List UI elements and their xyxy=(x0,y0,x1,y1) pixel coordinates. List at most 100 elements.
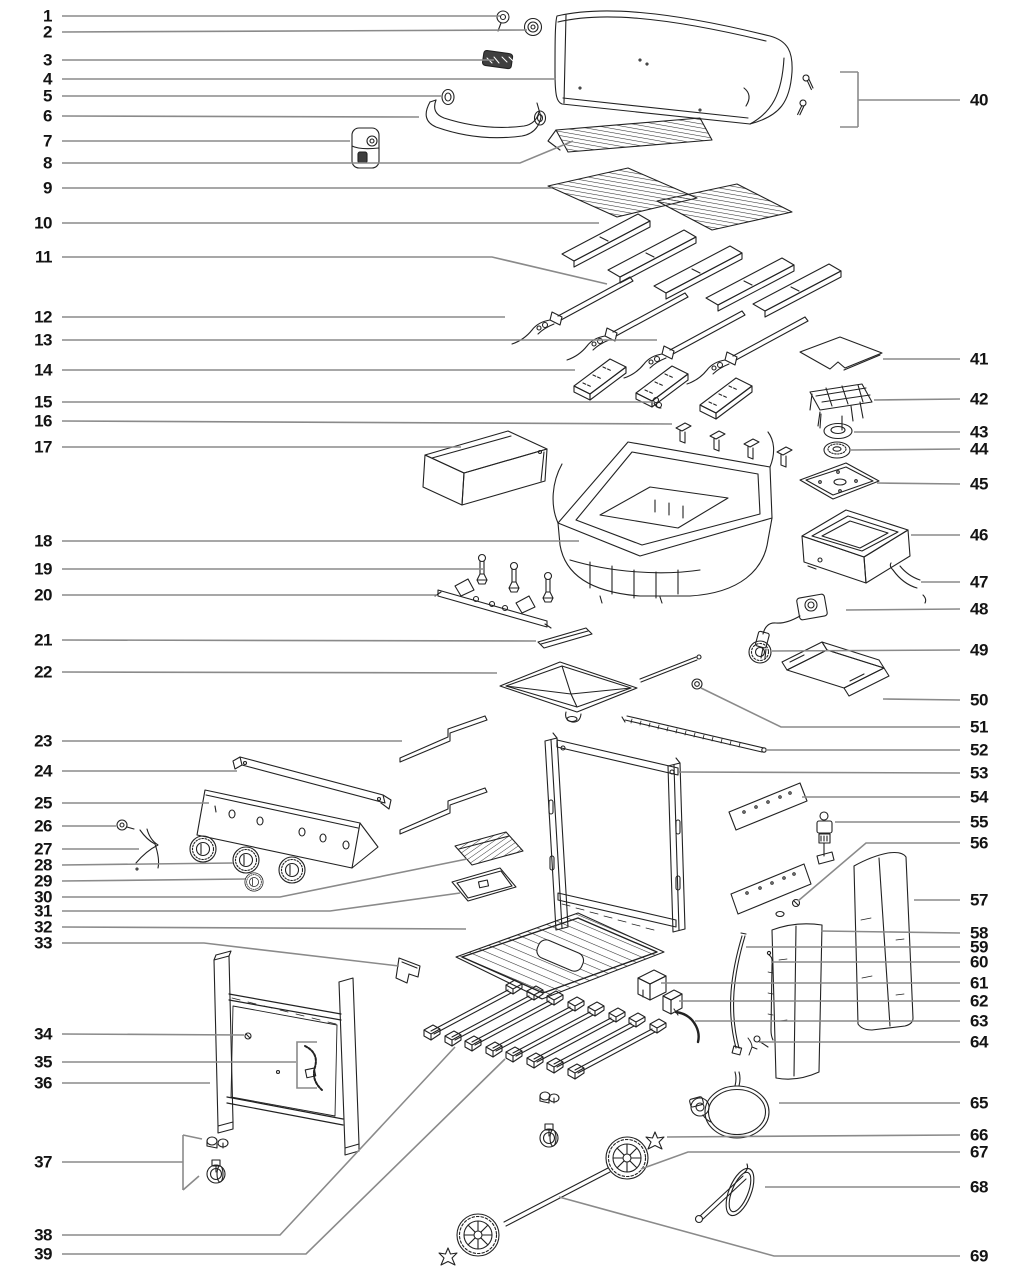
callout-number: 23 xyxy=(34,732,52,751)
leader-line xyxy=(61,639,537,642)
callout-number: 67 xyxy=(970,1143,988,1162)
callout-number: 61 xyxy=(970,974,988,993)
parts-artwork xyxy=(116,10,927,1266)
callout-number: 50 xyxy=(970,691,988,710)
callout-number: 1 xyxy=(43,7,52,26)
leader-line xyxy=(62,256,608,285)
manifold-drawing xyxy=(434,578,552,629)
catch-pan-holder-drawing xyxy=(451,867,517,902)
side-burner-box-46-drawing xyxy=(801,509,911,584)
warming-rack-drawing xyxy=(547,117,713,153)
cooking-grate-rear-drawing xyxy=(656,183,793,231)
leader-line xyxy=(296,1041,317,1089)
control-trim-drawing xyxy=(232,756,392,810)
callout-number: 26 xyxy=(34,817,52,836)
drawer-box-17-drawing xyxy=(422,430,548,506)
wire-pin-27-drawing xyxy=(135,828,160,871)
leader-line xyxy=(845,608,961,611)
callout-number: 39 xyxy=(34,1245,52,1264)
callout-number: 58 xyxy=(970,924,988,943)
callout-number: 52 xyxy=(970,741,988,760)
handle-drawing xyxy=(425,99,547,139)
callout-number: 16 xyxy=(34,412,52,431)
callout-number: 48 xyxy=(970,600,988,619)
callout-number: 69 xyxy=(970,1247,988,1266)
side-burner-pan-45-drawing xyxy=(799,462,880,500)
knob-bolt-26-drawing xyxy=(116,819,135,831)
wire-clips-47-drawing xyxy=(889,562,927,604)
match-holder-drawing xyxy=(351,127,380,169)
callout-number: 34 xyxy=(34,1025,53,1044)
leader-line xyxy=(61,115,420,118)
leader-line xyxy=(640,1151,960,1170)
callout-number: 10 xyxy=(34,214,52,233)
callout-number: 20 xyxy=(34,586,52,605)
wheel-axle-drawing xyxy=(503,1167,611,1227)
firebox-drawing xyxy=(552,431,775,604)
callout-number: 18 xyxy=(34,532,52,551)
side-burner-cover-41-drawing xyxy=(799,336,883,371)
cart-frame-53-drawing xyxy=(544,732,686,933)
leader-line xyxy=(882,698,961,701)
side-rails-23-drawing xyxy=(399,715,488,835)
heat-shield-panels-54-drawing xyxy=(728,782,812,915)
lid-drawing xyxy=(554,10,793,125)
callout-number: 35 xyxy=(34,1053,52,1072)
leader-line xyxy=(182,1175,200,1191)
callout-number: 19 xyxy=(34,560,52,579)
callout-number: 44 xyxy=(970,440,989,459)
callout-number: 60 xyxy=(970,953,988,972)
leader-line xyxy=(558,1196,960,1257)
burner-head-44-drawing xyxy=(823,441,851,459)
leader-line xyxy=(62,140,574,164)
callout-number: 12 xyxy=(34,308,52,327)
callout-number: 13 xyxy=(34,331,52,350)
callouts-layer: 1234567891011121314151617181920212223242… xyxy=(34,7,989,1266)
handle-bezel-drawing xyxy=(441,88,455,106)
leader-line xyxy=(61,29,528,33)
callout-number: 14 xyxy=(34,361,53,380)
rear-wheel-drawing xyxy=(605,1131,665,1180)
callout-number: 65 xyxy=(970,1094,988,1113)
heat-deflectors-drawing xyxy=(573,358,753,420)
callout-number: 49 xyxy=(970,641,988,660)
callout-number: 47 xyxy=(970,573,988,592)
bolt-64-drawing xyxy=(747,1035,769,1056)
control-panel-drawing xyxy=(196,789,379,869)
leader-line xyxy=(61,862,234,866)
callout-number: 25 xyxy=(34,794,52,813)
leader-line xyxy=(873,398,961,401)
callout-number: 45 xyxy=(970,475,988,494)
callout-number: 38 xyxy=(34,1226,52,1245)
leader-line xyxy=(797,842,960,902)
switch-box-62-drawing xyxy=(662,989,683,1015)
callout-number: 46 xyxy=(970,526,988,545)
callout-number: 55 xyxy=(970,813,988,832)
center-caster-drawing xyxy=(539,1091,560,1148)
callout-number: 11 xyxy=(35,248,52,267)
burner-tubes-drawing xyxy=(511,276,809,385)
leader-line xyxy=(61,1033,245,1036)
callout-number: 24 xyxy=(34,762,53,781)
side-panel-57-drawing xyxy=(853,851,914,1031)
callout-number: 7 xyxy=(43,132,52,151)
rod-52-drawing xyxy=(621,715,767,753)
wheel-49-drawing xyxy=(748,640,772,664)
callout-number: 32 xyxy=(34,918,52,937)
callout-number: 2 xyxy=(43,23,52,42)
callout-number: 33 xyxy=(34,934,52,953)
clip-15-drawing xyxy=(652,396,663,409)
callout-number: 4 xyxy=(43,70,53,89)
callout-number: 30 xyxy=(34,888,52,907)
hose-holder-68-drawing xyxy=(694,1163,755,1224)
valve-assembly-55-drawing xyxy=(816,811,835,865)
callout-number: 59 xyxy=(970,938,988,957)
callout-number: 5 xyxy=(43,87,52,106)
leader-line xyxy=(876,482,961,485)
callout-number: 56 xyxy=(970,834,988,853)
bracket-33-drawing xyxy=(395,957,421,984)
callout-number: 63 xyxy=(970,1012,988,1031)
switch-box-61-drawing xyxy=(637,969,667,1001)
grease-funnel-drawing xyxy=(499,661,638,723)
